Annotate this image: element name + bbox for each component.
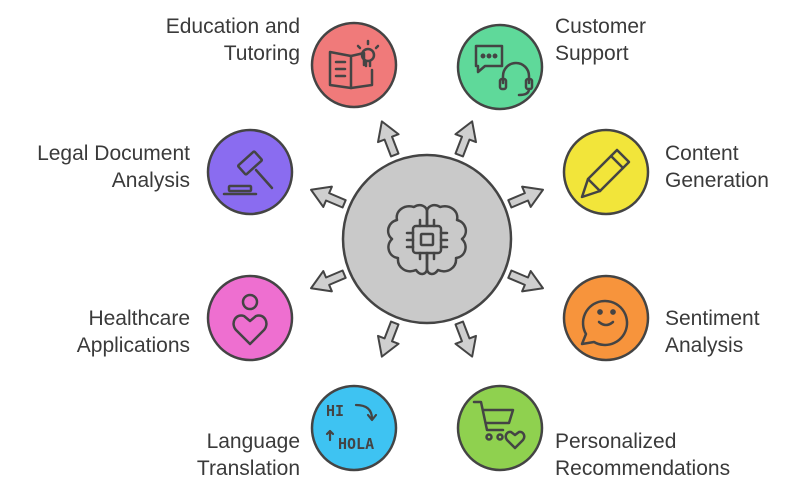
arrow-upper-left [310, 185, 347, 209]
label-support-line-1: Customer [555, 15, 647, 38]
label-support-line-2: Support [555, 42, 629, 65]
node-content [562, 128, 650, 216]
arrow-lower-right [507, 269, 544, 293]
arrow-lower-left [310, 269, 347, 293]
node-education-circle [310, 21, 398, 109]
label-health-line-2: Applications [76, 334, 190, 357]
node-support [456, 23, 544, 111]
label-content-line-2: Generation [665, 169, 769, 192]
smiley-bubble-icon [580, 299, 629, 347]
label-education-line-1: Education and [165, 15, 300, 38]
label-content: Content Generation [665, 140, 769, 194]
person-heart-icon [232, 293, 268, 346]
book-lightbulb-icon [328, 39, 380, 90]
label-legal: Legal Document Analysis [37, 140, 190, 194]
chat-headset-icon [474, 44, 534, 97]
arrows [310, 120, 544, 358]
label-content-line-1: Content [665, 142, 739, 165]
node-content-circle [562, 128, 650, 216]
label-support: Customer Support [555, 13, 646, 67]
ai-brain-chip-icon [386, 203, 468, 276]
label-education-line-2: Tutoring [223, 42, 300, 65]
label-health-line-1: Healthcare [88, 307, 190, 330]
node-sentiment-circle [562, 274, 650, 362]
icon-text-hi: HI [326, 402, 344, 420]
label-personal-line-1: Personalized [555, 430, 677, 453]
node-sentiment [562, 274, 650, 362]
node-legal [206, 128, 294, 216]
label-sentiment-line-1: Sentiment [665, 307, 760, 330]
label-personal: Personalized Recommendations [555, 428, 730, 482]
node-education [310, 21, 398, 109]
center-hub [341, 153, 513, 325]
swap-arrows-icon [325, 403, 378, 442]
arrow-upper-right [507, 185, 544, 209]
icon-text-hola: HOLA [338, 435, 374, 453]
label-language-line-2: Translation [196, 457, 300, 480]
node-personal [456, 384, 544, 472]
arrow-bottom-left [377, 320, 400, 358]
label-language: Language Translation [197, 428, 300, 482]
label-legal-line-1: Legal Document [37, 142, 190, 165]
cart-heart-icon [472, 400, 526, 450]
node-language-circle [310, 384, 398, 472]
label-sentiment-line-2: Analysis [665, 334, 744, 357]
arrow-top-right [454, 120, 477, 158]
node-personal-circle [456, 384, 544, 472]
arrow-bottom-right [454, 320, 477, 358]
node-language: HI HOLA [310, 384, 398, 472]
node-health-circle [206, 274, 294, 362]
arrow-top-left [377, 120, 400, 158]
label-legal-line-2: Analysis [111, 169, 190, 192]
label-sentiment: Sentiment Analysis [665, 305, 760, 359]
node-health [206, 274, 294, 362]
label-personal-line-2: Recommendations [555, 457, 731, 480]
label-language-line-1: Language [206, 430, 300, 453]
pen-icon [580, 148, 631, 199]
label-education: Education and Tutoring [166, 13, 300, 67]
label-health: Healthcare Applications [77, 305, 190, 359]
gavel-icon [222, 150, 274, 196]
